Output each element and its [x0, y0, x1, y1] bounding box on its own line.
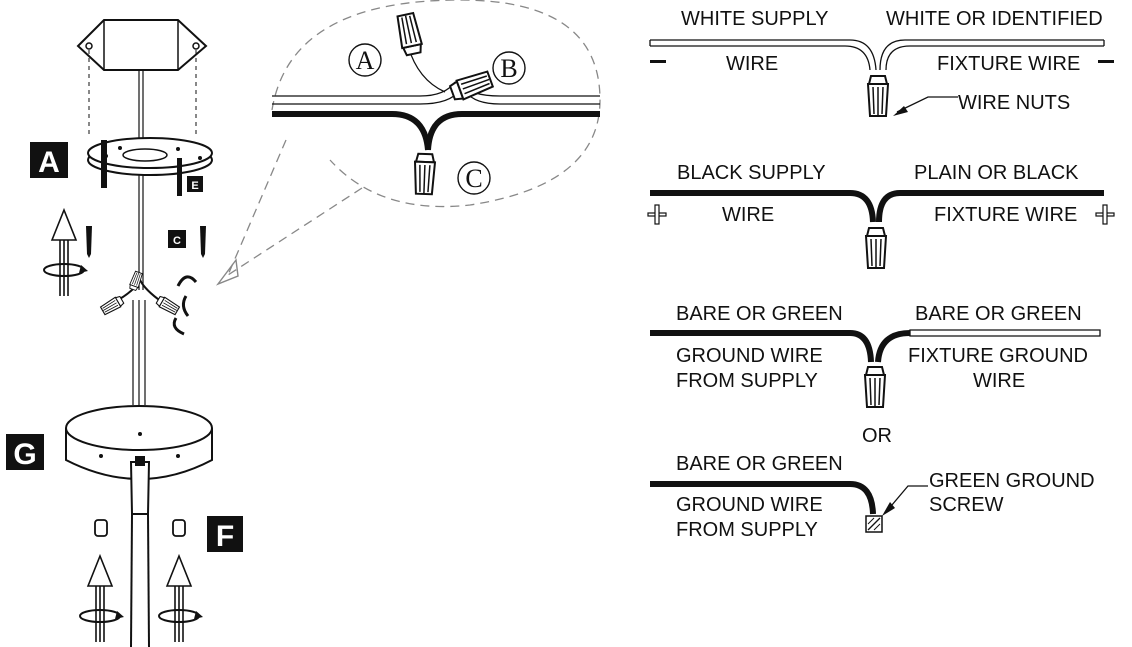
finial-nut-left — [94, 519, 108, 537]
white-wire-connection: WHITE SUPPLY WIRE WHITE OR IDENTIFIED FI… — [649, 8, 1114, 117]
ground-fixture-label: BARE OR GREEN — [915, 303, 1082, 325]
ground-screw-connection: BARE OR GREEN GROUND WIRE FROM SUPPLY GR… — [650, 453, 1095, 541]
ground-fixture-line2: WIRE — [973, 370, 1025, 392]
ground-fixture-line1: FIXTURE GROUND — [908, 345, 1088, 367]
negative-polarity-right-icon — [1098, 60, 1114, 63]
svg-text:G: G — [13, 438, 36, 471]
detail-callout: A B C — [215, 0, 601, 286]
black-fixture-label: PLAIN OR BLACK — [914, 162, 1079, 184]
negative-polarity-left-icon — [650, 60, 666, 63]
mounting-plate — [87, 137, 213, 196]
mounting-screw-left — [86, 226, 92, 258]
detail-nut-c — [412, 152, 437, 196]
white-fixture-label: WHITE OR IDENTIFIED — [886, 8, 1103, 30]
screw-in-arrow-icon — [43, 209, 89, 297]
svg-text:E: E — [191, 180, 198, 192]
callout-outline — [271, 0, 601, 208]
tighten-arrow-left-icon — [79, 555, 125, 643]
ground-wire-connection: BARE OR GREEN GROUND WIRE FROM SUPPLY BA… — [650, 303, 1101, 408]
svg-text:C: C — [465, 164, 482, 193]
detail-nut-a — [394, 11, 425, 57]
ground-wire-nut — [864, 366, 886, 408]
svg-text:F: F — [216, 520, 234, 553]
hanging-stem — [129, 461, 151, 515]
green-ground-screw-icon — [865, 515, 883, 533]
finial-nut-right — [172, 519, 186, 537]
ground-supply-line1: GROUND WIRE — [676, 345, 823, 367]
black-wire-nut — [865, 227, 887, 269]
junction-box — [76, 19, 208, 71]
svg-text:C: C — [173, 235, 181, 247]
detail-label-c: C — [457, 161, 491, 195]
exploded-fixture: A E C — [6, 19, 243, 647]
part-label-g: G — [6, 434, 44, 471]
black-wire-connection: BLACK SUPPLY WIRE PLAIN OR BLACK FIXTURE… — [647, 162, 1115, 269]
ground-screw-line2: SCREW — [929, 494, 1004, 516]
canopy — [65, 405, 213, 480]
ground2-supply-line2: FROM SUPPLY — [676, 519, 818, 541]
ground2-supply-label: BARE OR GREEN — [676, 453, 843, 475]
black-supply-wire-label: WIRE — [722, 204, 774, 226]
white-wire-nut — [867, 75, 889, 117]
positive-polarity-left-icon — [647, 204, 667, 225]
ground-supply-label: BARE OR GREEN — [676, 303, 843, 325]
black-fixture-wire-label: FIXTURE WIRE — [934, 204, 1077, 226]
part-label-c: C — [168, 230, 186, 248]
detail-label-b: B — [492, 51, 526, 85]
twist-arrow-icon — [172, 275, 198, 336]
white-supply-label: WHITE SUPPLY — [681, 8, 828, 30]
svg-text:A: A — [356, 46, 375, 75]
part-label-a: A — [30, 142, 68, 179]
mounting-screw-right — [200, 226, 206, 258]
white-fixture-wire-label: FIXTURE WIRE — [937, 53, 1080, 75]
positive-polarity-right-icon — [1095, 204, 1115, 225]
wire-nuts-label: WIRE NUTS — [958, 92, 1070, 114]
ground-supply-line2: FROM SUPPLY — [676, 370, 818, 392]
tighten-arrow-right-icon — [158, 555, 204, 643]
part-label-f: F — [207, 516, 243, 553]
svg-text:B: B — [500, 54, 517, 83]
white-supply-wire-label: WIRE — [726, 53, 778, 75]
detail-label-a: A — [348, 43, 382, 77]
part-label-e: E — [187, 176, 203, 192]
ground2-supply-line1: GROUND WIRE — [676, 494, 823, 516]
black-supply-label: BLACK SUPPLY — [677, 162, 826, 184]
svg-text:A: A — [38, 146, 60, 179]
ground-screw-line1: GREEN GROUND — [929, 470, 1095, 492]
wire-nut-cluster — [99, 270, 181, 317]
or-label: OR — [862, 425, 892, 447]
